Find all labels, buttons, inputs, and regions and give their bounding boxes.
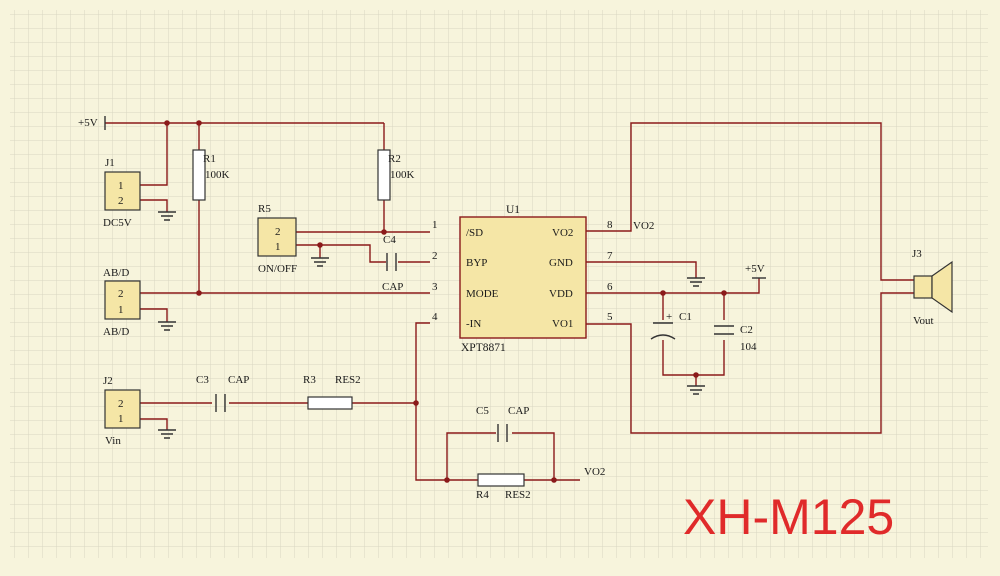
- c2-ref: C2: [740, 324, 753, 336]
- r5-name: ON/OFF: [258, 263, 297, 275]
- r2-resistor: [377, 149, 391, 201]
- j1-pin-2: 2: [118, 195, 124, 207]
- r2-value: 100K: [390, 169, 415, 181]
- c4-capacitor: [386, 253, 397, 271]
- c2-value: 104: [740, 341, 757, 353]
- j2-connector: [104, 389, 141, 429]
- ic-pin-3-name: MODE: [466, 288, 499, 300]
- vo2-bottom-label: VO2: [584, 466, 605, 478]
- abd-connector: [104, 280, 141, 320]
- j2-pin-1: 1: [118, 413, 124, 425]
- abd-pin-2: 2: [118, 288, 124, 300]
- ic-pin-7-name: GND: [549, 257, 573, 269]
- wiring: [105, 122, 914, 481]
- r3-value: RES2: [335, 374, 361, 386]
- r1-value: 100K: [205, 169, 230, 181]
- j3-ref: J3: [912, 248, 922, 260]
- speaker-icon: [913, 260, 953, 314]
- r4-value: RES2: [505, 489, 531, 501]
- r3-resistor: [307, 396, 353, 410]
- r5-switch: [257, 217, 297, 257]
- j1-name: DC5V: [103, 217, 132, 229]
- r5-pin-2: 2: [275, 226, 281, 238]
- r3-ref: R3: [303, 374, 316, 386]
- ic-pin-1-name: /SD: [466, 227, 483, 239]
- c2-capacitor: [714, 325, 734, 335]
- c3-value: CAP: [228, 374, 249, 386]
- j2-name: Vin: [105, 435, 121, 447]
- j1-pin-1: 1: [118, 180, 124, 192]
- j2-ref: J2: [103, 375, 113, 387]
- ic-pin-7-num: 7: [607, 250, 613, 262]
- r4-resistor: [477, 473, 525, 487]
- abd-top-label: AB/D: [103, 267, 129, 279]
- ic-pin-4-name: -IN: [466, 318, 481, 330]
- c4-ref: C4: [383, 234, 396, 246]
- c5-ref: C5: [476, 405, 489, 417]
- ic-part: XPT8871: [461, 342, 506, 354]
- junctions: [164, 120, 727, 483]
- c3-ref: C3: [196, 374, 209, 386]
- ic-pin-5-name: VO1: [552, 318, 573, 330]
- ic-pin-6-num: 6: [607, 281, 613, 293]
- c3-capacitor: [215, 394, 226, 412]
- j1-connector: [104, 171, 141, 211]
- vo2-top-label: VO2: [633, 220, 654, 232]
- ic-pin-1-num: 1: [432, 219, 438, 231]
- c5-value: CAP: [508, 405, 529, 417]
- c1-ref: C1: [679, 311, 692, 323]
- abd-pin-1: 1: [118, 304, 124, 316]
- ic-pin-5-num: 5: [607, 311, 613, 323]
- j1-ref: J1: [105, 157, 115, 169]
- c1-capacitor: [650, 322, 676, 340]
- ic-pin-3-num: 3: [432, 281, 438, 293]
- vcc-top-label: +5V: [78, 117, 98, 129]
- c5-capacitor: [497, 424, 508, 442]
- r4-ref: R4: [476, 489, 489, 501]
- ic-ref: U1: [506, 204, 520, 216]
- j3-name: Vout: [913, 315, 934, 327]
- r5-ref: R5: [258, 203, 271, 215]
- ic-pin-8-name: VO2: [552, 227, 573, 239]
- ic-pin-2-name: BYP: [466, 257, 487, 269]
- ground-symbol: [158, 211, 705, 439]
- board-title: XH-M125: [683, 489, 894, 545]
- ic-pin-2-num: 2: [432, 250, 438, 262]
- c1-polarity: +: [666, 311, 672, 323]
- r2-ref: R2: [388, 153, 401, 165]
- c4-value: CAP: [382, 281, 403, 293]
- vcc-right-label: +5V: [745, 263, 765, 275]
- r1-ref: R1: [203, 153, 216, 165]
- ic-pin-8-num: 8: [607, 219, 613, 231]
- u1-ic-body: [459, 216, 587, 339]
- r1-resistor: [192, 149, 206, 201]
- abd-bottom-label: AB/D: [103, 326, 129, 338]
- j2-pin-2: 2: [118, 398, 124, 410]
- ic-pin-4-num: 4: [432, 311, 438, 323]
- ic-pin-6-name: VDD: [549, 288, 573, 300]
- r5-pin-1: 1: [275, 241, 281, 253]
